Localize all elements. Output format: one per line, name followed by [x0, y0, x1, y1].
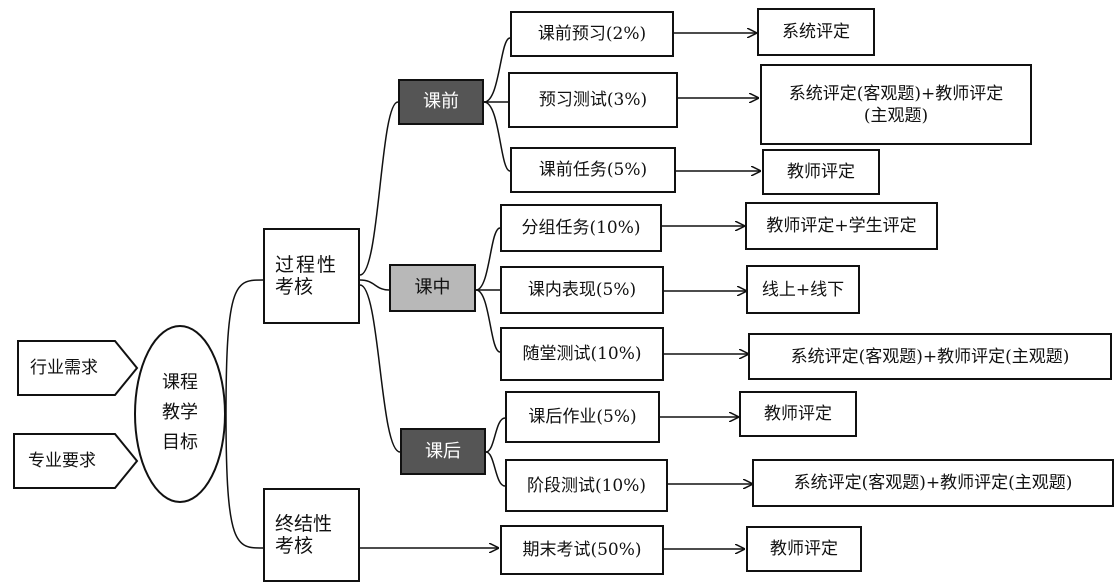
eval-preview: 系统评定 — [757, 8, 875, 56]
stage-after-class: 课后 — [400, 428, 486, 475]
item-pre-class-task: 课前任务(5%) — [510, 147, 676, 193]
final-line-1: 终结性 — [275, 513, 333, 535]
process-line-2: 考核 — [275, 276, 314, 298]
eval-homework: 教师评定 — [739, 391, 857, 437]
eval-in-class-quiz: 系统评定(客观题)+教师评定(主观题) — [748, 333, 1112, 380]
item-final-exam: 期末考试(50%) — [500, 525, 664, 575]
industry-arrow-shape — [17, 340, 139, 396]
course-goal-label: 课程 教学 目标 — [160, 368, 200, 458]
eval-final-exam: 教师评定 — [746, 526, 862, 572]
item-preview-test: 预习测试(3%) — [508, 72, 678, 128]
final-assessment-box: 终结性 考核 — [263, 488, 360, 582]
eval-group-task: 教师评定+学生评定 — [745, 202, 938, 250]
item-group-task: 分组任务(10%) — [500, 204, 662, 252]
industry-need-label: 行业需求 — [30, 358, 98, 378]
process-line-1: 过程性 — [275, 254, 339, 276]
stage-before-class: 课前 — [398, 79, 484, 125]
final-line-2: 考核 — [275, 535, 314, 557]
goal-line-2: 教学 — [162, 402, 198, 423]
eval-preview-test: 系统评定(客观题)+教师评定(主观题) — [760, 64, 1032, 145]
item-preview: 课前预习(2%) — [510, 11, 674, 57]
goal-line-3: 目标 — [162, 432, 198, 453]
eval-stage-test: 系统评定(客观题)+教师评定(主观题) — [752, 459, 1114, 507]
eval-pre-class-task: 教师评定 — [762, 149, 880, 195]
eval-class-performance: 线上+线下 — [746, 265, 860, 314]
item-homework: 课后作业(5%) — [505, 391, 660, 443]
stage-in-class: 课中 — [389, 264, 476, 312]
item-in-class-quiz: 随堂测试(10%) — [500, 327, 664, 381]
process-assessment-box: 过程性 考核 — [263, 228, 360, 324]
goal-line-1: 课程 — [162, 372, 198, 393]
item-stage-test: 阶段测试(10%) — [505, 459, 668, 512]
goal-ellipse — [134, 325, 226, 503]
major-arrow-shape — [13, 433, 139, 489]
major-requirement-label: 专业要求 — [28, 451, 96, 471]
item-class-performance: 课内表现(5%) — [500, 266, 664, 314]
